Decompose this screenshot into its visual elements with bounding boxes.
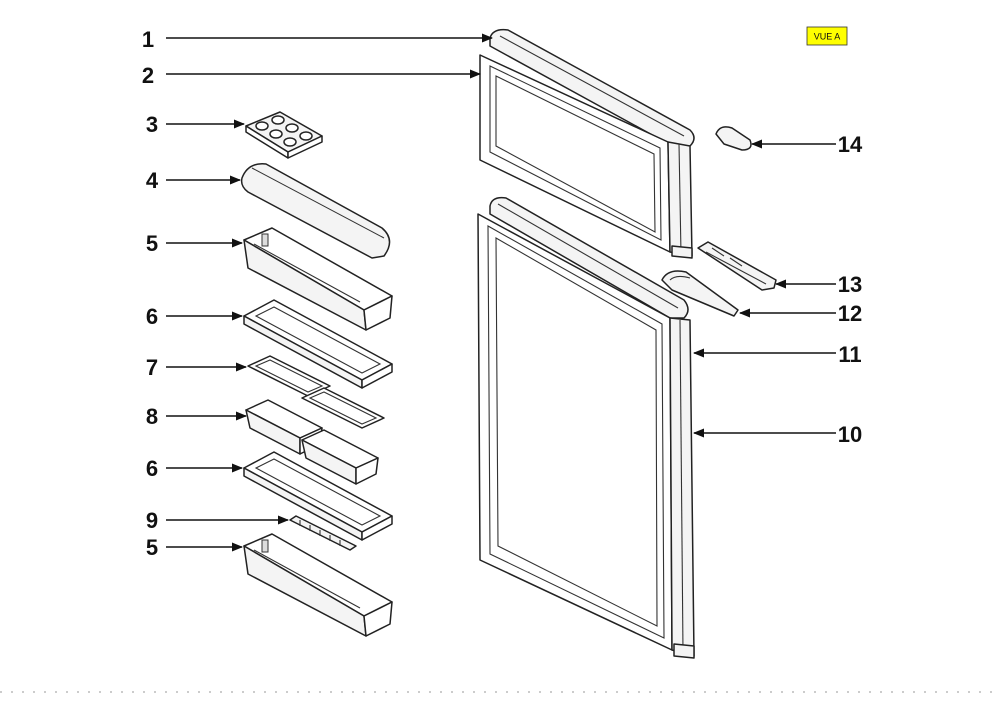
callout-12: 12 xyxy=(838,301,862,326)
callout-14: 14 xyxy=(838,132,863,157)
part-8-small-bins xyxy=(245,399,379,485)
callout-13: 13 xyxy=(838,272,862,297)
callout-11: 11 xyxy=(838,342,861,367)
left-leader-lines xyxy=(166,33,494,552)
callout-9: 9 xyxy=(146,508,158,533)
view-badge-label: VUE A xyxy=(814,32,841,42)
callout-2: 2 xyxy=(142,63,154,88)
part-6-upper-shelf xyxy=(243,299,393,389)
freezer-door xyxy=(479,28,695,259)
part-6-lower-shelf xyxy=(243,451,393,541)
left-callout-numbers: 1 2 3 4 5 6 7 8 6 9 5 xyxy=(142,27,159,560)
right-leader-lines xyxy=(692,139,836,438)
part-4-dairy-cover xyxy=(240,163,391,259)
callout-6a: 6 xyxy=(146,304,158,329)
part-12-hinge-cover xyxy=(661,270,739,317)
part-7-bin-lids xyxy=(247,355,385,429)
part-5-upper-door-bin xyxy=(243,227,393,331)
part-3-egg-tray xyxy=(245,111,323,159)
right-callout-numbers: 14 13 12 11 10 xyxy=(838,132,863,447)
fridge-door xyxy=(477,196,695,659)
part-14-small-cap xyxy=(715,126,752,151)
callout-6b: 6 xyxy=(146,456,158,481)
part-9-bottle-retainer xyxy=(289,515,357,551)
part-5-lower-door-bin xyxy=(243,533,393,637)
callout-8: 8 xyxy=(146,404,158,429)
callout-5b: 5 xyxy=(146,535,158,560)
view-badge-box xyxy=(806,26,848,46)
callout-3: 3 xyxy=(146,112,158,137)
callout-4: 4 xyxy=(146,168,159,193)
view-badge: VUE A xyxy=(806,26,848,46)
part-13-hinge-bracket xyxy=(697,241,777,291)
callout-5a: 5 xyxy=(146,231,158,256)
callout-10: 10 xyxy=(838,422,862,447)
callout-7: 7 xyxy=(146,355,158,380)
callout-1: 1 xyxy=(142,27,154,52)
